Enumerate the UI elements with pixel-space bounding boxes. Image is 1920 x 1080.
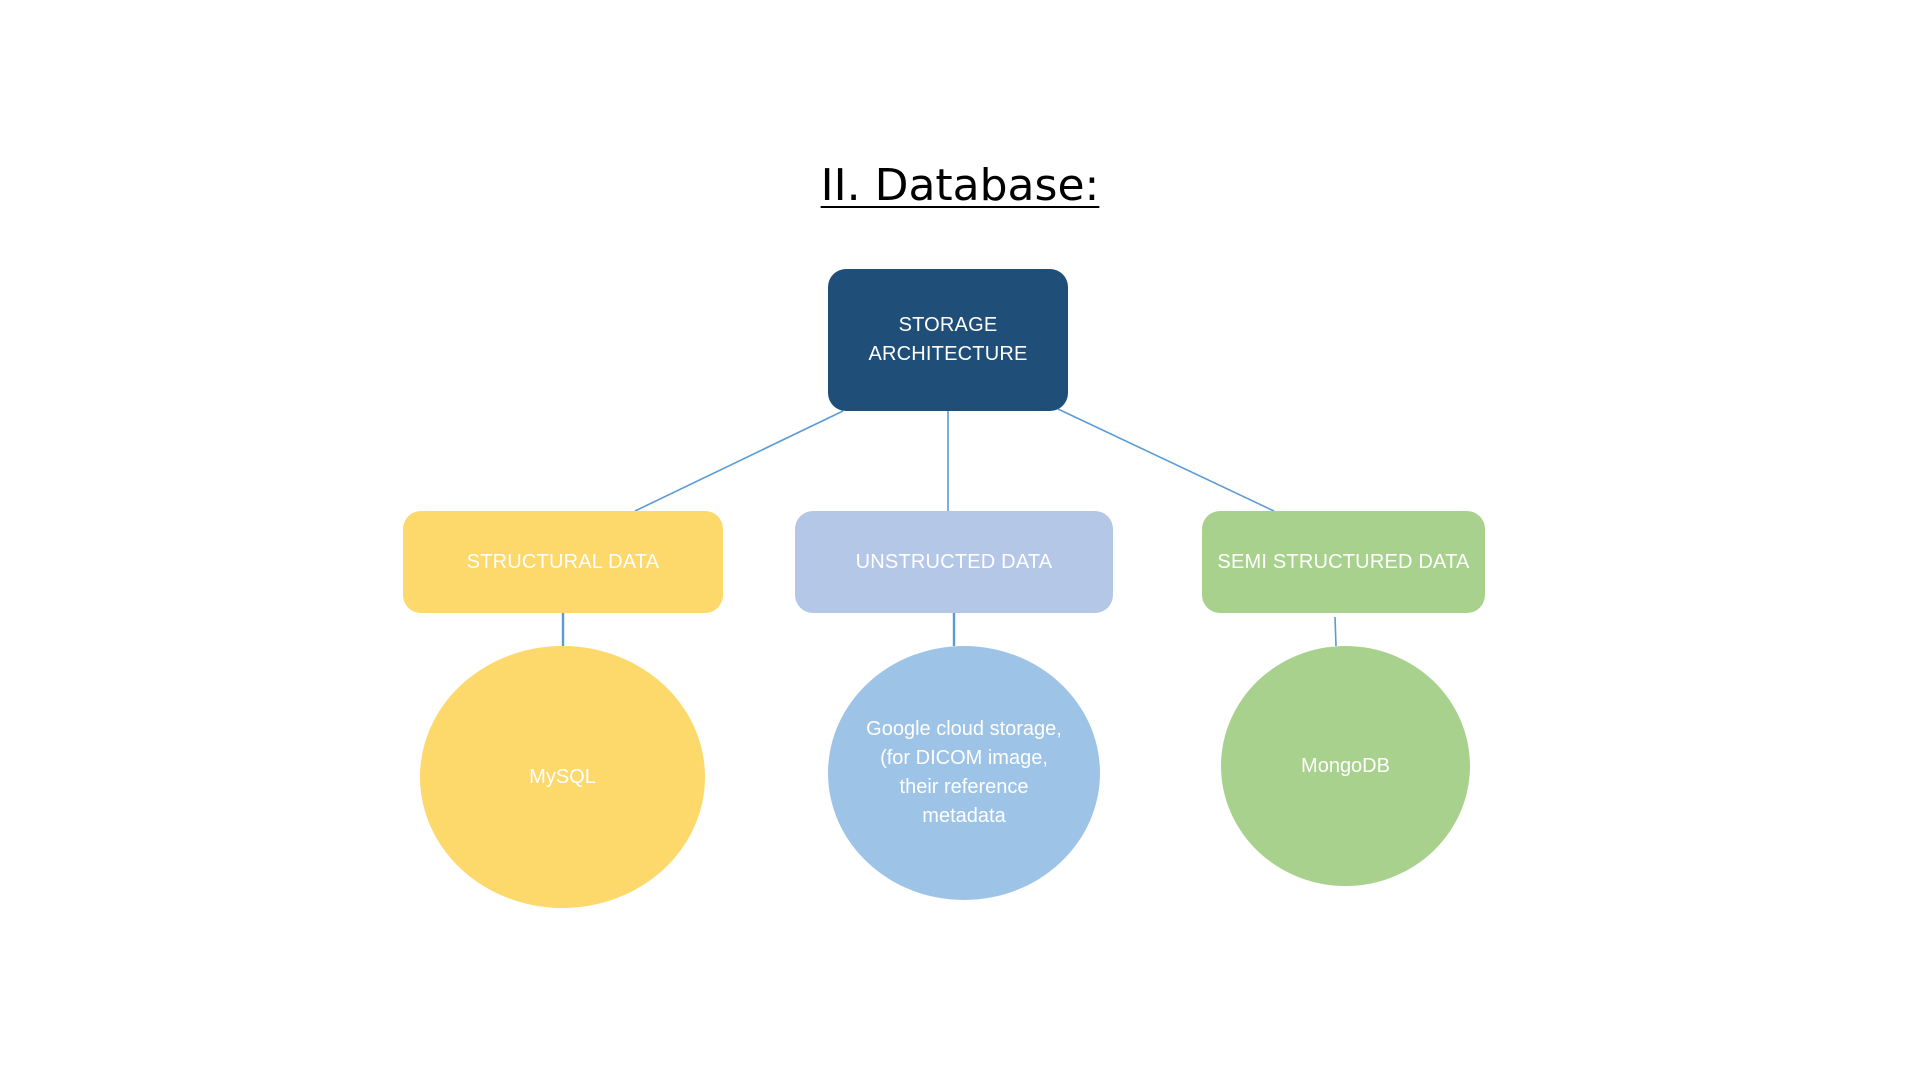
root-node-storage-architecture: STORAGE ARCHITECTURE: [828, 269, 1068, 411]
leaf-node-mongodb: MongoDB: [1221, 646, 1470, 886]
category-node-semi-structured-data: SEMI STRUCTURED DATA: [1202, 511, 1485, 613]
connector-root-semi: [1057, 408, 1275, 512]
structural-node-label: STRUCTURAL DATA: [466, 550, 660, 573]
mysql-node-label: MySQL: [529, 765, 596, 788]
unstructured-node-label: UNSTRUCTED DATA: [855, 550, 1053, 573]
root-node-label: STORAGE ARCHITECTURE: [868, 314, 1028, 365]
leaf-node-google-cloud-storage: Google cloud storage,(for DICOM image, t…: [828, 646, 1100, 900]
connector-semi-mongo: [1334, 616, 1337, 647]
category-node-structural-data: STRUCTURAL DATA: [403, 511, 723, 613]
mongo-node-label: MongoDB: [1301, 754, 1390, 777]
connector-root-structural: [634, 410, 844, 512]
category-node-unstructured-data: UNSTRUCTED DATA: [795, 511, 1113, 613]
gcs-node-label: Google cloud storage,(for DICOM image, t…: [866, 718, 1062, 827]
page-title: II. Database:: [820, 160, 1100, 211]
leaf-node-mysql: MySQL: [420, 646, 705, 908]
semi-node-label: SEMI STRUCTURED DATA: [1217, 550, 1470, 573]
